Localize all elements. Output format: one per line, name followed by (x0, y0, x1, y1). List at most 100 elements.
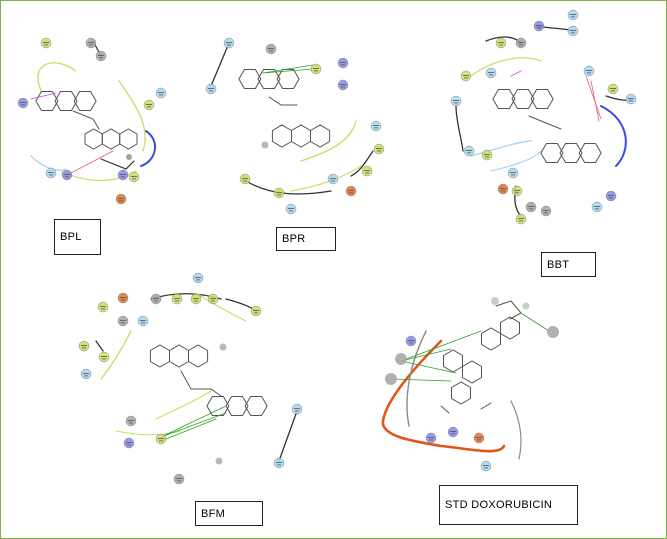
ligand-ring (188, 344, 209, 368)
residue-node (137, 315, 149, 327)
residue-label-mark (101, 308, 105, 310)
residue-label-mark (82, 347, 86, 349)
residue-label-mark (44, 44, 48, 46)
residue-label-mark (609, 197, 613, 199)
residue-node (591, 201, 603, 213)
residue-label-mark (518, 42, 524, 43)
residue-node (525, 201, 537, 213)
residue-label-mark (498, 42, 504, 43)
residue-label-mark (587, 72, 591, 74)
residue-node (540, 205, 552, 217)
residue-label-mark (132, 178, 136, 180)
residue-node (370, 120, 382, 132)
residue-node (117, 292, 129, 304)
residue-node (337, 57, 349, 69)
residue-label-mark (529, 208, 533, 210)
residue-label-mark (373, 125, 379, 126)
residue-label-mark (177, 480, 181, 482)
residue-label-mark (154, 300, 158, 302)
ligand-ring (244, 396, 268, 416)
residue-label-mark (254, 312, 258, 314)
residue-label-mark (118, 198, 124, 199)
ligand-ring (54, 91, 78, 111)
residue-node (250, 305, 262, 317)
residue-node (473, 432, 485, 444)
pocket-outline-charged (600, 105, 627, 167)
residue-node (143, 99, 155, 111)
residue-label-mark (226, 42, 232, 43)
residue-node (533, 20, 545, 32)
residue-label-mark (21, 104, 25, 106)
residue-label-mark (140, 320, 146, 321)
atom-exposure-dot (491, 297, 499, 305)
residue-label-mark (515, 192, 519, 194)
residue-label-mark (269, 50, 273, 52)
residue-label-mark (81, 345, 87, 346)
residue-label-mark (99, 57, 103, 59)
hbond-line (30, 92, 57, 100)
atom-exposure-dot (261, 141, 269, 149)
residue-label-mark (294, 408, 300, 409)
residue-node (583, 65, 595, 77)
residue-node (507, 167, 519, 179)
residue-label-mark (454, 102, 458, 104)
residue-label-mark (277, 194, 281, 196)
pocket-outline-hydrophobic (115, 430, 182, 436)
residue-node (607, 83, 619, 95)
ligand-linker (180, 370, 222, 397)
ligand-ring (530, 89, 554, 109)
residue-node (450, 95, 462, 107)
residue-label-mark (20, 102, 26, 103)
residue-label-mark (295, 410, 299, 412)
ligand-ring (500, 316, 520, 340)
residue-node (125, 415, 137, 427)
residue-label-mark (594, 206, 600, 207)
ligand-ring (492, 89, 516, 109)
residue-label-mark (330, 178, 336, 179)
residue-label-mark (100, 306, 106, 307)
residue-label-mark (121, 322, 125, 324)
ligand-ring (291, 124, 311, 148)
ligand-ring (443, 349, 463, 373)
label-bpr: BPR (276, 227, 336, 251)
residue-node (155, 433, 167, 445)
pi-stacking-line (160, 405, 227, 438)
residue-node (123, 437, 135, 449)
residue-label-mark (483, 465, 489, 466)
residue-node (567, 9, 579, 21)
pi-stacking-line (262, 68, 314, 74)
residue-label-mark (500, 188, 506, 189)
ligand-ring (540, 143, 564, 163)
residue-label-mark (477, 439, 481, 441)
residue-label-mark (570, 30, 576, 31)
residue-label-mark (341, 64, 345, 66)
pocket-outline-hydrophobic (300, 120, 357, 162)
backbone-segment (406, 330, 427, 427)
residue-label-mark (243, 180, 247, 182)
residue-label-mark (510, 172, 516, 173)
residue-node (460, 70, 472, 82)
residue-label-mark (428, 437, 434, 438)
residue-label-mark (227, 44, 231, 46)
pocket-outline-charged (140, 130, 156, 167)
residue-label-mark (571, 16, 575, 18)
residue-node (45, 167, 57, 179)
residue-label-mark (196, 279, 200, 281)
residue-label-mark (377, 150, 381, 152)
residue-label-mark (489, 74, 493, 76)
pi-stacking-line (400, 330, 482, 362)
residue-node (128, 171, 140, 183)
ligand-ring (276, 69, 300, 89)
residue-node (511, 185, 523, 197)
residue-node (98, 351, 110, 363)
residue-label-mark (159, 440, 163, 442)
ligand-ring (101, 128, 121, 150)
atom-exposure-dot (522, 302, 530, 310)
residue-node (497, 183, 509, 195)
residue-label-mark (450, 431, 456, 432)
atom-exposure-dot (215, 457, 223, 465)
residue-label-mark (499, 44, 503, 46)
residue-label-mark (121, 299, 125, 301)
residue-label-mark (488, 72, 494, 73)
